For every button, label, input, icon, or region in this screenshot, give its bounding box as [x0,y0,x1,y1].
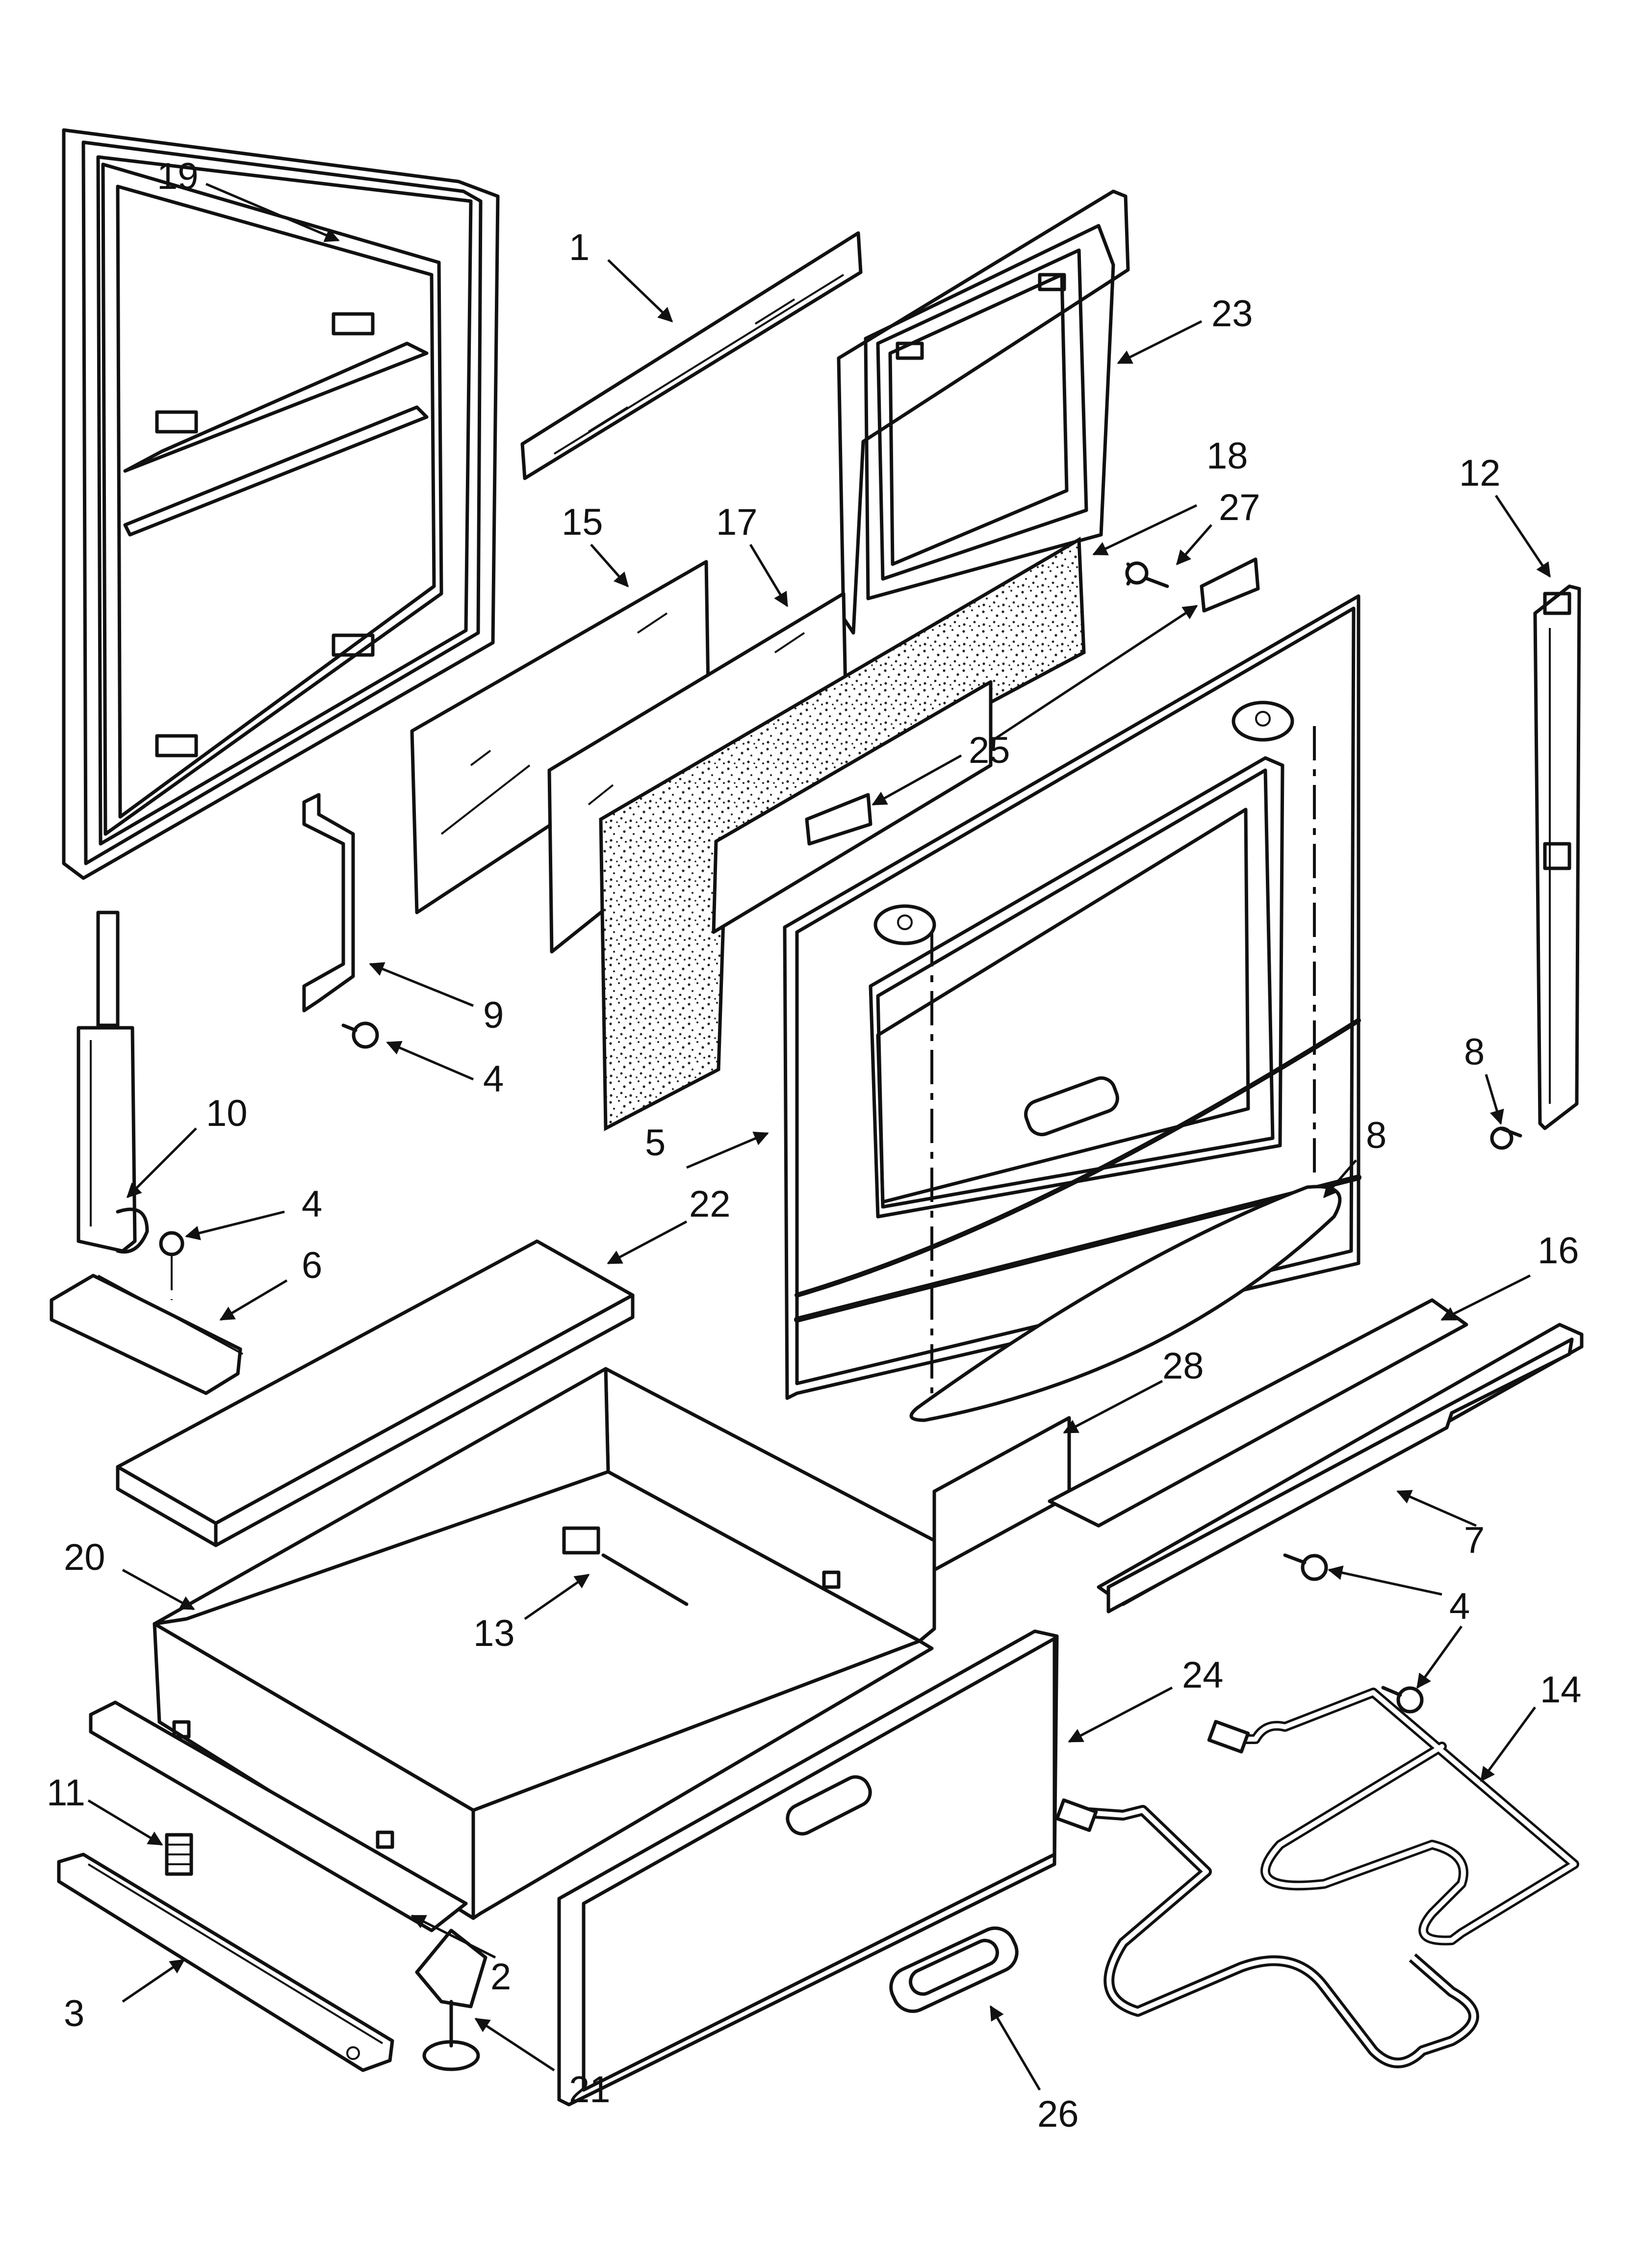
vent-channel [1097,1323,1584,1614]
callout-3: 3 [64,1993,84,2034]
leveling-leg [165,1833,193,1876]
screw [1490,1126,1522,1150]
broil-element [1055,1798,1479,2068]
callout-18: 18 [1206,435,1248,477]
callout-14: 14 [1540,1669,1582,1711]
vent-trim [932,1416,1071,1572]
callout-19: 19 [157,156,199,197]
callout-24: 24 [1182,1654,1224,1696]
callout-22: 22 [689,1183,731,1225]
callout-16: 16 [1538,1230,1579,1272]
leader-lines [87,182,1551,2091]
callout-28: 28 [1162,1345,1204,1387]
drawer-front-rail [89,1700,468,1932]
callout-17: 17 [716,501,758,543]
drawer-heat-shield [116,1239,635,1547]
callout-4-a: 4 [483,1058,504,1100]
callout-26: 26 [1037,2093,1079,2135]
screw [159,1231,184,1300]
drawer-slide-rail [57,1852,394,2072]
bake-element [1207,1688,1579,1946]
door-vent-strip [520,231,863,480]
callout-15: 15 [562,501,603,543]
leveling-foot-bracket [415,1929,487,2071]
callout-7: 7 [1464,1519,1485,1561]
callout-12: 12 [1459,452,1501,494]
outer-door-panel [783,594,1361,1400]
screw [341,1021,379,1049]
door-liner-frame [837,189,1130,635]
callout-8-b: 8 [1464,1031,1485,1073]
callout-20: 20 [64,1537,105,1578]
hinge-receiver [805,557,1260,846]
screw [1381,1686,1424,1714]
drawer-front-panel [557,1629,1059,2107]
callout-23: 23 [1211,293,1253,335]
inner-door-panel [62,128,500,880]
callout-27: 27 [1219,487,1260,528]
side-trim-bracket [1533,584,1581,1130]
callout-13: 13 [473,1613,515,1654]
hinge-bracket [302,793,355,1013]
hinge-channel [50,1274,243,1395]
door-hinge [77,911,149,1254]
callout-8-a: 8 [1366,1115,1386,1156]
drawer-body [153,1367,936,1920]
callout-5: 5 [645,1122,666,1164]
callout-4-c: 4 [1449,1586,1470,1627]
callout-labels: 19 1 23 18 27 12 15 17 25 9 4 10 5 8 8 4… [47,156,1582,2135]
drawer-handle [889,1926,1019,2013]
screw [1283,1553,1328,1581]
door-handle [909,1185,1342,1422]
callout-21: 21 [569,2069,611,2111]
callout-9: 9 [483,994,504,1036]
callout-11: 11 [47,1772,85,1814]
callout-6: 6 [302,1245,322,1286]
bottom-door-trim [1048,1298,1468,1528]
callout-1: 1 [569,227,590,268]
callout-2: 2 [490,1956,511,1998]
callout-10: 10 [206,1093,248,1134]
drawer-switch [562,1526,689,1606]
callout-4-b: 4 [302,1183,322,1225]
callout-25: 25 [969,730,1010,771]
